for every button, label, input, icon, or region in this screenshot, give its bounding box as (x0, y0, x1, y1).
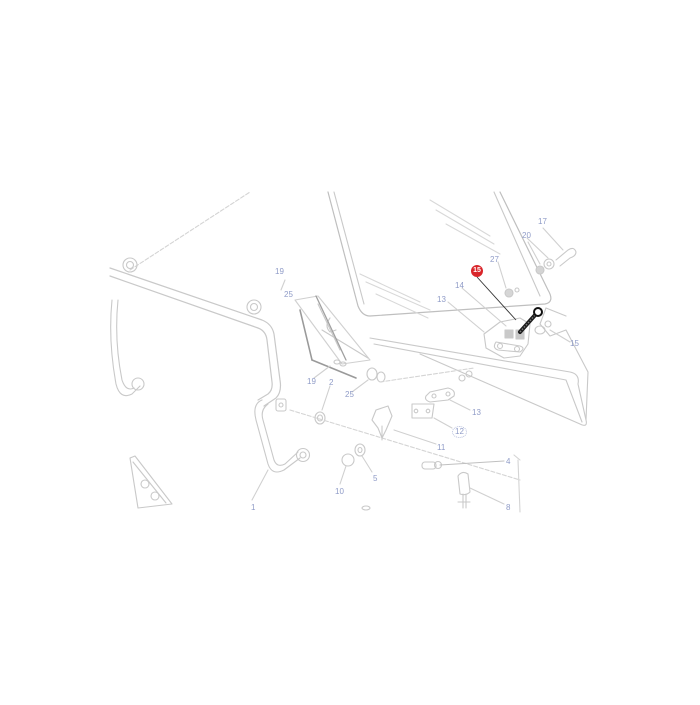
callout-19-bottom[interactable]: 19 (307, 377, 316, 386)
callout-2[interactable]: 2 (329, 378, 334, 387)
leader-line (129, 191, 251, 271)
callout-17[interactable]: 17 (538, 217, 547, 226)
callout-12[interactable]: 12 (452, 426, 467, 438)
callout-15-right[interactable]: 15 (570, 339, 579, 348)
callout-14[interactable]: 14 (455, 281, 464, 290)
callout-1[interactable]: 1 (251, 503, 256, 512)
callout-15-highlighted[interactable]: 15 (471, 265, 483, 277)
callout-4[interactable]: 4 (506, 457, 511, 466)
callout-25-top[interactable]: 25 (284, 290, 293, 299)
callout-13-top[interactable]: 13 (437, 295, 446, 304)
callout-19-top[interactable]: 19 (275, 267, 284, 276)
callout-27[interactable]: 27 (490, 255, 499, 264)
callout-11[interactable]: 11 (437, 443, 446, 452)
callout-10[interactable]: 10 (335, 487, 344, 496)
callout-5[interactable]: 5 (373, 474, 378, 483)
callout-8[interactable]: 8 (506, 503, 511, 512)
callout-20[interactable]: 20 (522, 231, 531, 240)
callout-13-mid[interactable]: 13 (472, 408, 481, 417)
highlighted-bolt (476, 276, 543, 334)
callout-25-bottom[interactable]: 25 (345, 390, 354, 399)
